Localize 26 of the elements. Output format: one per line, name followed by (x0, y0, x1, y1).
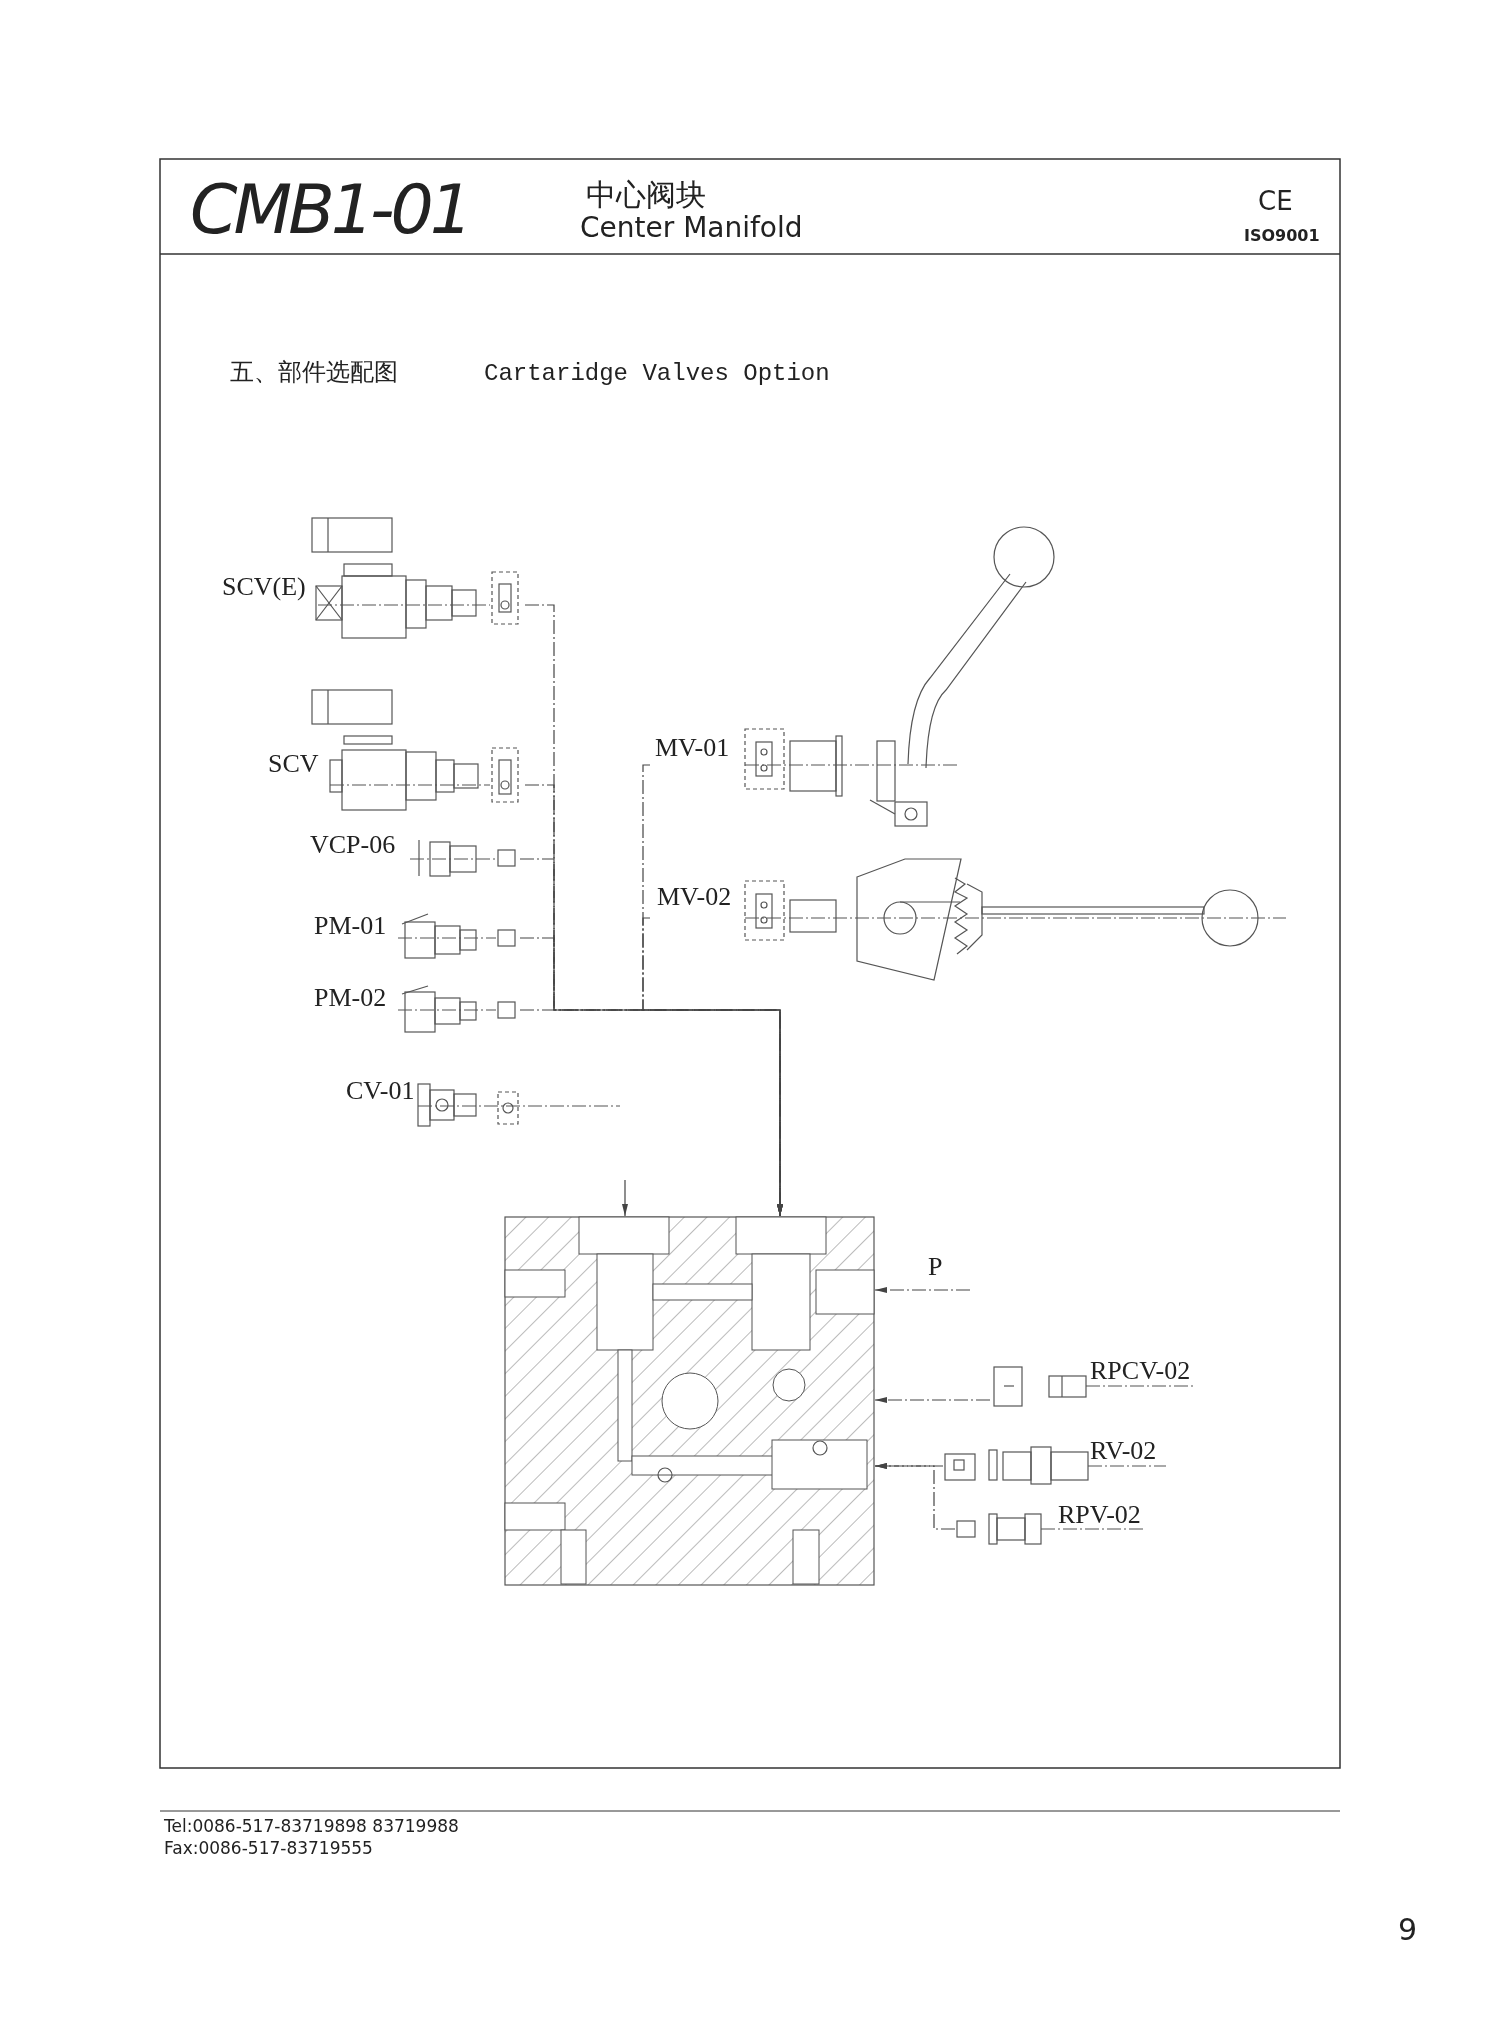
connector-line (874, 1287, 971, 1293)
part-label: RV-02 (1090, 1438, 1157, 1464)
part-label: RPCV-02 (1090, 1358, 1191, 1384)
page-number: 9 (1398, 1915, 1418, 1945)
connector-line (622, 1179, 628, 1217)
part-label: SCV (268, 751, 319, 777)
part-label: VCP-06 (310, 832, 396, 858)
part-label: SCV(E) (222, 574, 306, 600)
part-label: CV-01 (346, 1078, 415, 1104)
contact-line: Tel:0086-517-83719898 83719988 (164, 1818, 459, 1835)
section-heading: Cartaridge Valves Option (484, 362, 830, 386)
part-label: MV-01 (655, 735, 730, 761)
heading: 中心阀块 (586, 180, 706, 210)
part-label: RPV-02 (1058, 1502, 1141, 1528)
ce-mark: CE (1258, 188, 1293, 214)
part-label: MV-02 (657, 884, 732, 910)
section-heading: 五、部件选配图 (230, 360, 398, 384)
model-number: CMB1-01 (190, 176, 470, 244)
port-label: P (928, 1254, 943, 1280)
contact-line: Fax:0086-517-83719555 (164, 1840, 373, 1857)
part-label: PM-01 (314, 913, 387, 939)
connector-line (874, 1463, 956, 1530)
connector-line (874, 1397, 991, 1403)
heading: Center Manifold (580, 214, 803, 242)
certification-label: ISO9001 (1244, 228, 1320, 244)
part-label: PM-02 (314, 985, 387, 1011)
